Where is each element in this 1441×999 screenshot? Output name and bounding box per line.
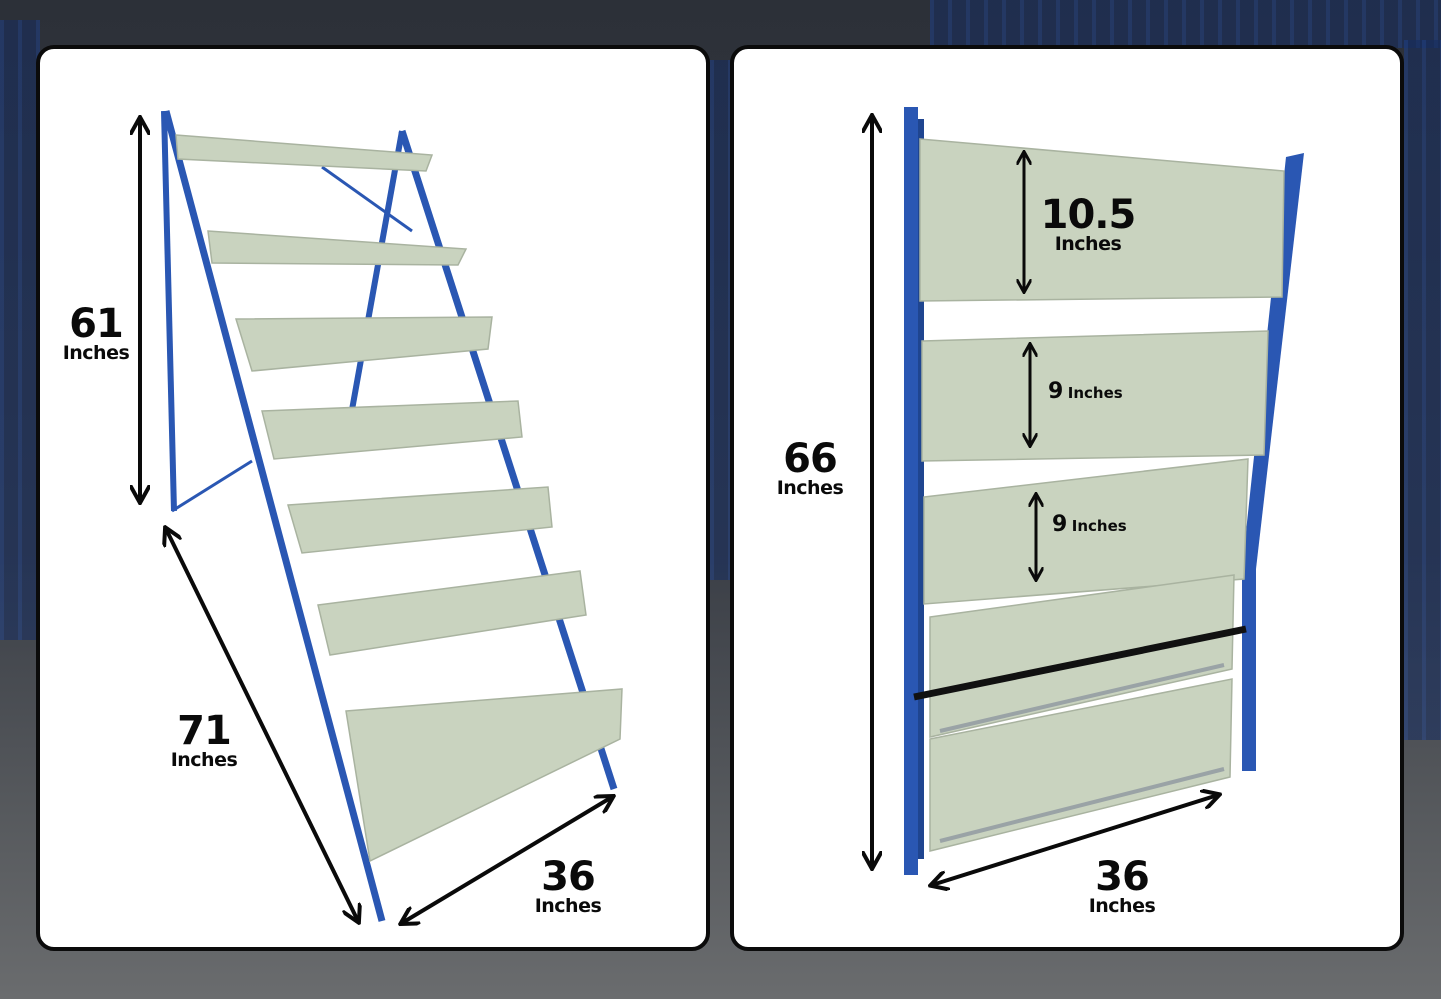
length-unit: Inches [170, 749, 238, 771]
top-panel-unit: Inches [1054, 233, 1122, 255]
background-rack-left [0, 20, 40, 640]
frame-right-rail [1242, 153, 1304, 569]
panel-2 [921, 330, 1269, 462]
back-leg-right [347, 130, 405, 422]
frame-right-lower [1242, 549, 1256, 771]
width-arrow-right [932, 795, 1218, 885]
panel-open-view: 61 Inches 71 Inches 36 Inches [36, 45, 710, 951]
open-stand-illustration [40, 110, 623, 951]
background-rack-middle [710, 60, 730, 580]
total-height-value: 66 [783, 436, 838, 482]
panel2-unit: Inches [1067, 384, 1123, 402]
width-value-right: 36 [1095, 854, 1150, 900]
length-value: 71 [177, 708, 232, 754]
shelf-6 [317, 570, 587, 656]
panel-3 [923, 458, 1249, 605]
length-arrow [166, 529, 358, 921]
panel-rail-1 [939, 663, 1225, 733]
height-label: 61 Inches [58, 304, 134, 363]
cross-brace-lower [171, 459, 253, 513]
background-rack-right [930, 0, 1441, 48]
width-arrow [402, 797, 612, 923]
panel3-unit: Inches [1071, 517, 1127, 535]
folded-stand-illustration [734, 107, 1304, 951]
shelves [175, 134, 623, 863]
panel2-label: 9 Inches [1048, 381, 1123, 403]
frame-left-rail [904, 107, 918, 875]
shelf-4 [261, 400, 523, 460]
background-rack-far-right [1404, 40, 1441, 740]
cross-brace [321, 165, 413, 233]
top-panel [919, 138, 1285, 302]
shelf-3 [234, 316, 493, 372]
panel-folded-view: 66 Inches 10.5 Inches 9 Inches 9 Inches … [730, 45, 1404, 951]
width-unit: Inches [534, 895, 602, 917]
height-value: 61 [69, 301, 124, 347]
shelf-7 [345, 688, 623, 863]
top-panel-value: 10.5 [1040, 192, 1137, 238]
width-label: 36 Inches [530, 857, 606, 916]
front-leg-right [398, 129, 618, 791]
strap [913, 625, 1247, 701]
width-label-right: 36 Inches [1084, 857, 1160, 916]
panel2-value: 9 [1048, 379, 1064, 404]
shelf-1 [175, 134, 434, 172]
total-height-label: 66 Inches [772, 439, 848, 498]
shelf-2 [207, 230, 468, 266]
total-height-unit: Inches [776, 477, 844, 499]
panel3-value: 9 [1052, 512, 1068, 537]
width-unit-right: Inches [1088, 895, 1156, 917]
top-panel-label: 10.5 Inches [1040, 192, 1137, 255]
panel3-label: 9 Inches [1052, 514, 1127, 536]
back-leg-left [161, 110, 177, 512]
frame-left-rail-inner [918, 119, 924, 859]
length-label: 71 Inches [166, 711, 242, 770]
height-unit: Inches [62, 342, 130, 364]
shelf-5 [287, 486, 553, 554]
width-value: 36 [541, 854, 596, 900]
